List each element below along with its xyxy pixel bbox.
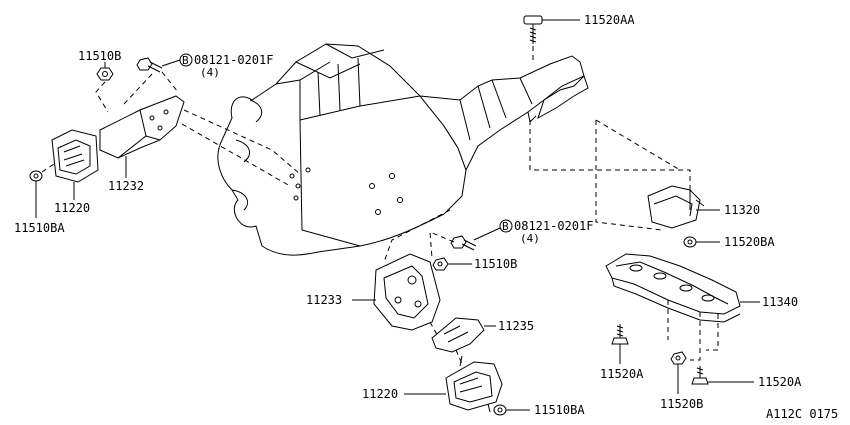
crossmember-11340: 11340 <box>605 253 798 361</box>
heat-shield-11235: 11235 <box>431 317 534 365</box>
label-11520A-right: 11520A <box>758 375 802 389</box>
insulator-11220-bottom: 11220 <box>362 355 503 413</box>
bracket-11232: 11232 <box>99 95 301 193</box>
label-11510B-mid: 11510B <box>474 257 517 271</box>
washer-11510BA-bottom: 11510BA <box>493 403 585 417</box>
circled-b-icon-2 <box>499 219 513 233</box>
nut-11520B: 11520B <box>660 351 703 411</box>
left-mount-group: 11510B B 08121-0201F (4) 11232 <box>14 49 301 235</box>
washer-11510BA-left: 11510BA <box>14 163 65 235</box>
bracket-11233: 11233 <box>306 253 441 341</box>
label-11320: 11320 <box>724 203 760 217</box>
nut-11510B-top <box>96 67 114 81</box>
label-11235: 11235 <box>498 319 534 333</box>
washer-11520BA: 11520BA <box>683 235 775 249</box>
label-11520BA: 11520BA <box>724 235 775 249</box>
bolt-08121-top: B 08121-0201F (4) <box>123 53 273 105</box>
insulator-11320: 11320 <box>647 185 760 229</box>
label-11340: 11340 <box>762 295 798 309</box>
label-bolt-top: 08121-0201F <box>194 53 273 67</box>
label-11510B-top: 11510B <box>78 49 121 63</box>
label-bolt-mid-qty: (4) <box>520 232 540 245</box>
figure-reference-code: A112C 0175 <box>766 407 838 421</box>
label-11220-left: 11220 <box>54 201 90 215</box>
label-11220-bottom: 11220 <box>362 387 398 401</box>
label-bolt-top-qty: (4) <box>200 66 220 79</box>
bolt-11520A-left: 11520A <box>600 324 644 381</box>
label-11232: 11232 <box>108 179 144 193</box>
label-11510BA-left: 11510BA <box>14 221 65 235</box>
bolt-11520A-right: 11520A <box>691 366 802 389</box>
engine-transmission-assembly <box>217 43 589 256</box>
part-11520AA: 11520AA <box>523 13 691 190</box>
label-11510BA-bottom: 11510BA <box>534 403 585 417</box>
label-11520AA: 11520AA <box>584 13 635 27</box>
svg-text:B: B <box>182 54 189 67</box>
label-11520A-left: 11520A <box>600 367 644 381</box>
svg-text:B: B <box>502 220 509 233</box>
label-11233: 11233 <box>306 293 342 307</box>
center-mount-group: B 08121-0201F (4) 11510B 11233 <box>306 209 593 417</box>
label-bolt-mid: 08121-0201F <box>514 219 593 233</box>
label-11520B: 11520B <box>660 397 703 411</box>
insulator-11220-left: 11220 <box>51 129 99 215</box>
rear-mount-group: 11320 11520BA 11340 11520A <box>595 119 802 411</box>
bolt-08121-mid: B 08121-0201F (4) <box>383 209 593 263</box>
nut-11510B-mid: 11510B <box>432 257 517 271</box>
